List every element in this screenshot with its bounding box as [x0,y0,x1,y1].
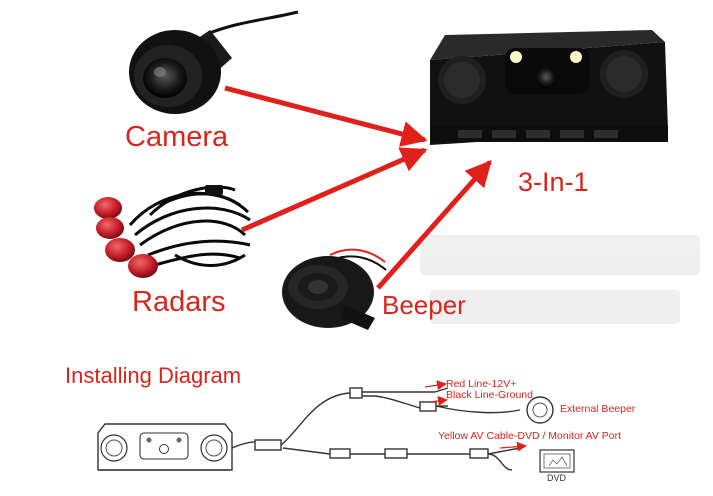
arrow-radars [240,147,428,233]
arrow-camera [224,85,428,147]
installing-diagram-title: Installing Diagram [65,363,242,388]
camera-image [129,10,299,114]
black-line-label: Black Line-Ground [446,389,533,401]
beeper-image [282,248,387,330]
watermark [420,235,700,324]
three-in-one-unit-image [430,30,668,145]
installing-diagram [97,380,575,473]
arrows [224,85,492,290]
dvd-label: DVD [547,473,567,483]
yellow-av-label: Yellow AV Cable-DVD / Monitor AV Port [438,430,622,442]
camera-label: Camera [125,121,229,153]
arrow-beeper [376,160,492,290]
dvd-monitor-icon [539,449,575,473]
radar-sensors-image [94,185,251,278]
radars-label: Radars [132,286,226,318]
external-beeper-label: External Beeper [560,403,636,415]
diagram-unit [97,423,233,471]
red-line-label: Red Line-12V+ [446,378,517,390]
beeper-label: Beeper [382,290,466,320]
three-in-one-label: 3-In-1 [518,167,589,197]
